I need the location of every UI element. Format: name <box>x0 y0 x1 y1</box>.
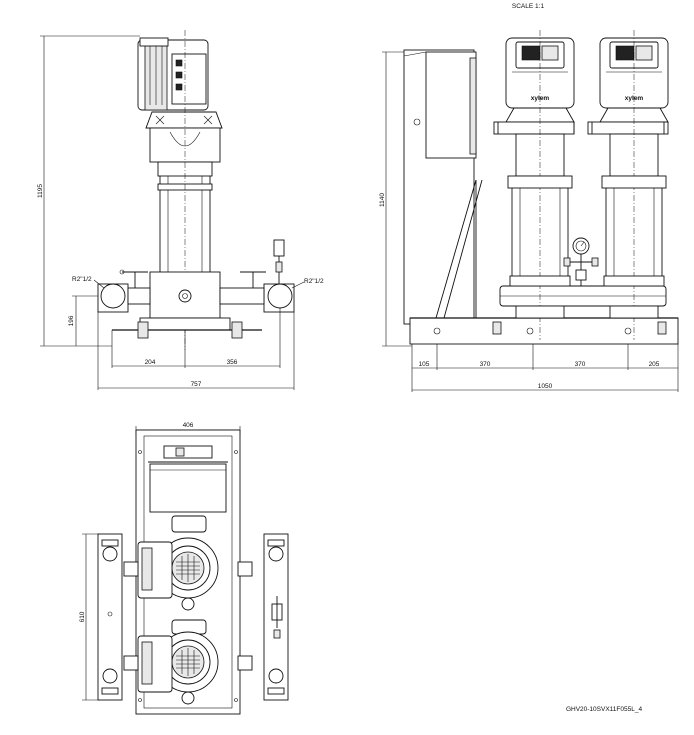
side-dim-total: 1050 <box>538 383 553 390</box>
pump-1: xylem <box>493 30 575 340</box>
side-dim-a: 105 <box>419 361 430 368</box>
front-height-inlet: 196 <box>68 315 75 326</box>
drawing-code: GHV20-10SVX11F055L_4 <box>566 706 643 713</box>
side-view: 1140 xylem <box>379 30 679 392</box>
front-left-conn: R2"1/2 <box>72 276 92 283</box>
front-height-total: 1195 <box>37 184 44 198</box>
front-dim-total: 757 <box>191 381 202 388</box>
top-depth: 610 <box>79 611 86 622</box>
pump-2: xylem <box>587 30 669 340</box>
side-dim-b: 370 <box>480 361 491 368</box>
pressure-gauge <box>563 237 599 286</box>
scale-label: SCALE 1:1 <box>512 3 545 10</box>
top-width: 406 <box>183 422 194 429</box>
pump-2-top <box>123 619 253 705</box>
side-height-total: 1140 <box>379 193 386 207</box>
front-view: 1195 196 <box>37 30 324 390</box>
front-dim-right: 356 <box>227 359 238 366</box>
side-dim-d: 205 <box>649 361 660 368</box>
front-dim-left: 204 <box>145 359 156 366</box>
side-dim-c: 370 <box>575 361 586 368</box>
top-view: 406 610 <box>79 422 289 715</box>
front-right-conn: R2"1/2 <box>304 278 324 285</box>
pump-1-top <box>123 515 253 611</box>
